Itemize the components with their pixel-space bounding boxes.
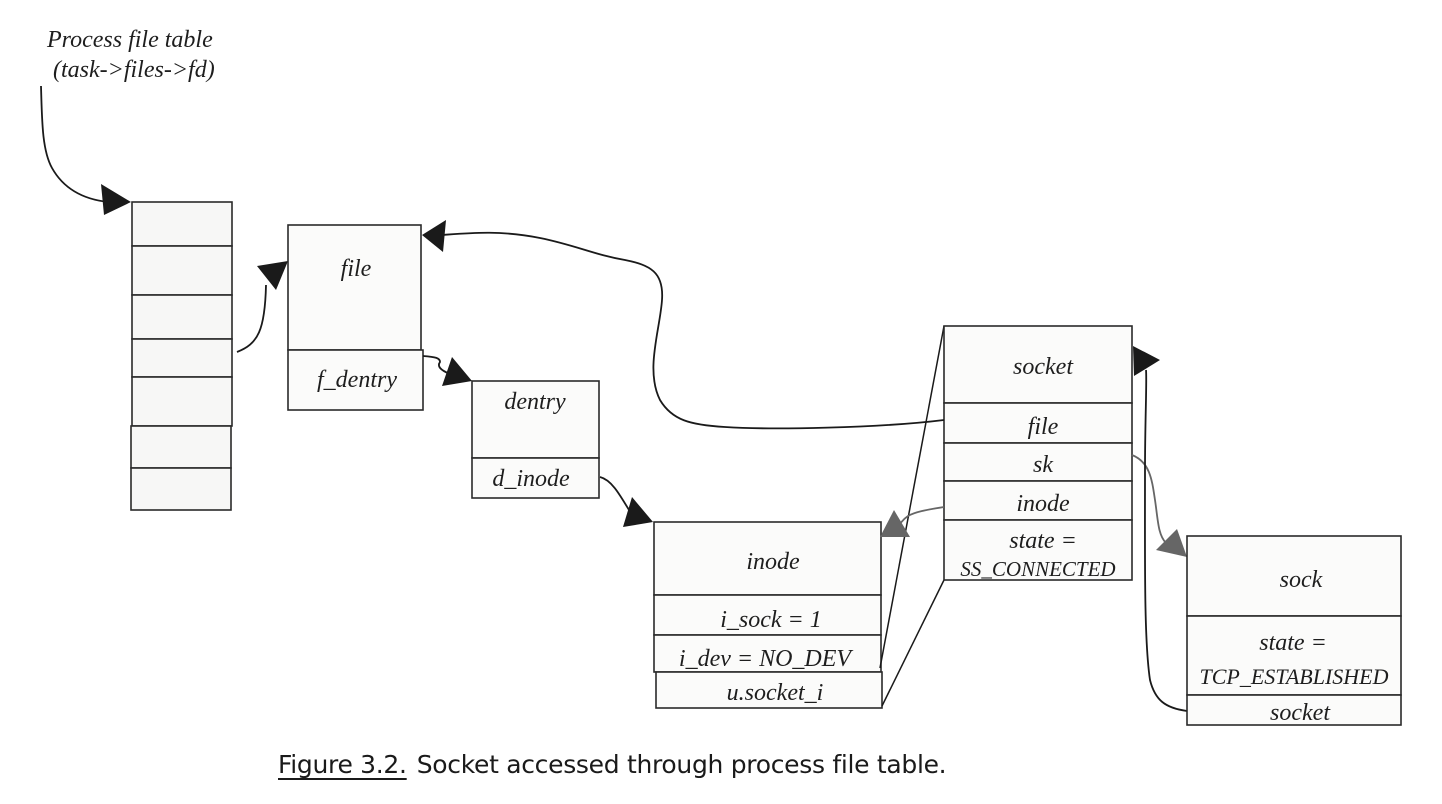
edge-fdslot-to-file bbox=[236, 284, 267, 353]
file-struct: file f_dentry bbox=[287, 224, 424, 411]
arrowhead-inode bbox=[623, 497, 653, 527]
arrowhead-file bbox=[257, 261, 288, 290]
arrowhead-fdtable bbox=[101, 184, 131, 215]
header-line1: Process file table bbox=[46, 27, 213, 53]
inode-struct-title: inode bbox=[746, 549, 800, 575]
fd-slot bbox=[131, 338, 233, 378]
socket-field-file bbox=[943, 402, 1133, 444]
socket-struct-title: socket bbox=[1013, 354, 1074, 380]
inode-field-i-dev-label: i_dev = NO_DEV bbox=[679, 646, 854, 672]
figure-caption: Figure 3.2. Socket accessed through proce… bbox=[278, 750, 947, 779]
socket-field-inode-label: inode bbox=[1016, 491, 1070, 517]
socket-field-inode bbox=[943, 480, 1133, 521]
sock-struct: sock state = TCP_ESTABLISHED socket bbox=[1186, 535, 1402, 726]
socket-struct: socket file sk inode state = SS_CONNECTE… bbox=[943, 325, 1133, 581]
arrowhead-inode-back bbox=[880, 510, 910, 537]
sock-struct-header bbox=[1186, 535, 1402, 617]
socket-field-state bbox=[943, 519, 1133, 581]
sock-field-state-label: state = bbox=[1259, 630, 1327, 656]
socket-struct-header bbox=[943, 325, 1133, 404]
edge-fdentry-to-dentry bbox=[422, 355, 451, 375]
file-struct-header bbox=[287, 224, 422, 351]
file-struct-title: file bbox=[341, 256, 372, 282]
socket-field-state-label: state = bbox=[1009, 528, 1077, 554]
fd-slot bbox=[130, 425, 232, 469]
file-field-f-dentry bbox=[287, 349, 424, 411]
inode-field-u-socket-i-label: u.socket_i bbox=[727, 680, 824, 706]
inode-struct-header bbox=[653, 521, 882, 596]
figure-number: Figure 3.2. bbox=[278, 750, 407, 779]
inode-field-i-sock-label: i_sock = 1 bbox=[720, 607, 822, 633]
socket-field-file-label: file bbox=[1028, 414, 1059, 440]
socket-field-sk-label: sk bbox=[1033, 452, 1053, 478]
file-field-f-dentry-label: f_dentry bbox=[317, 367, 397, 393]
arrowhead-dentry bbox=[442, 357, 472, 386]
sock-field-state-value: TCP_ESTABLISHED bbox=[1199, 664, 1388, 689]
fd-slot bbox=[131, 376, 233, 427]
fd-slot bbox=[131, 245, 233, 296]
edge-sk-to-sock bbox=[1131, 454, 1167, 544]
fd-slot bbox=[131, 294, 233, 340]
inode-struct: inode i_sock = 1 i_dev = NO_DEV u.socket… bbox=[653, 521, 883, 709]
edge-socksocket-to-socket bbox=[1144, 369, 1188, 712]
edge-header-to-fdtable bbox=[40, 85, 109, 203]
arrowhead-sock bbox=[1156, 529, 1187, 557]
sock-field-socket-label: socket bbox=[1270, 700, 1331, 726]
socket-field-state-value: SS_CONNECTED bbox=[960, 557, 1115, 581]
sock-struct-title: sock bbox=[1280, 567, 1323, 593]
dentry-struct: dentry d_inode bbox=[471, 380, 600, 499]
sock-field-state bbox=[1186, 615, 1402, 696]
fd-slot bbox=[130, 467, 232, 511]
arrowhead-file-back bbox=[422, 220, 446, 252]
embed-line-top bbox=[879, 325, 945, 669]
arrowhead-socket bbox=[1133, 346, 1160, 376]
fd-slot bbox=[131, 201, 233, 247]
inode-field-i-dev bbox=[653, 634, 882, 673]
edge-socketfile-to-file bbox=[441, 231, 945, 430]
dentry-field-d-inode-label: d_inode bbox=[492, 466, 570, 492]
dentry-struct-title: dentry bbox=[504, 389, 566, 415]
embed-line-bottom bbox=[881, 579, 945, 707]
sock-field-socket bbox=[1186, 694, 1402, 726]
dentry-struct-header bbox=[471, 380, 600, 459]
inode-field-u-socket-i bbox=[655, 671, 883, 709]
fd-table bbox=[130, 201, 233, 511]
edge-dinode-to-inode bbox=[599, 476, 633, 516]
header-line2: (task->files->fd) bbox=[53, 57, 215, 83]
figure-caption-text: Socket accessed through process file tab… bbox=[416, 750, 947, 779]
dentry-field-d-inode bbox=[471, 457, 600, 499]
